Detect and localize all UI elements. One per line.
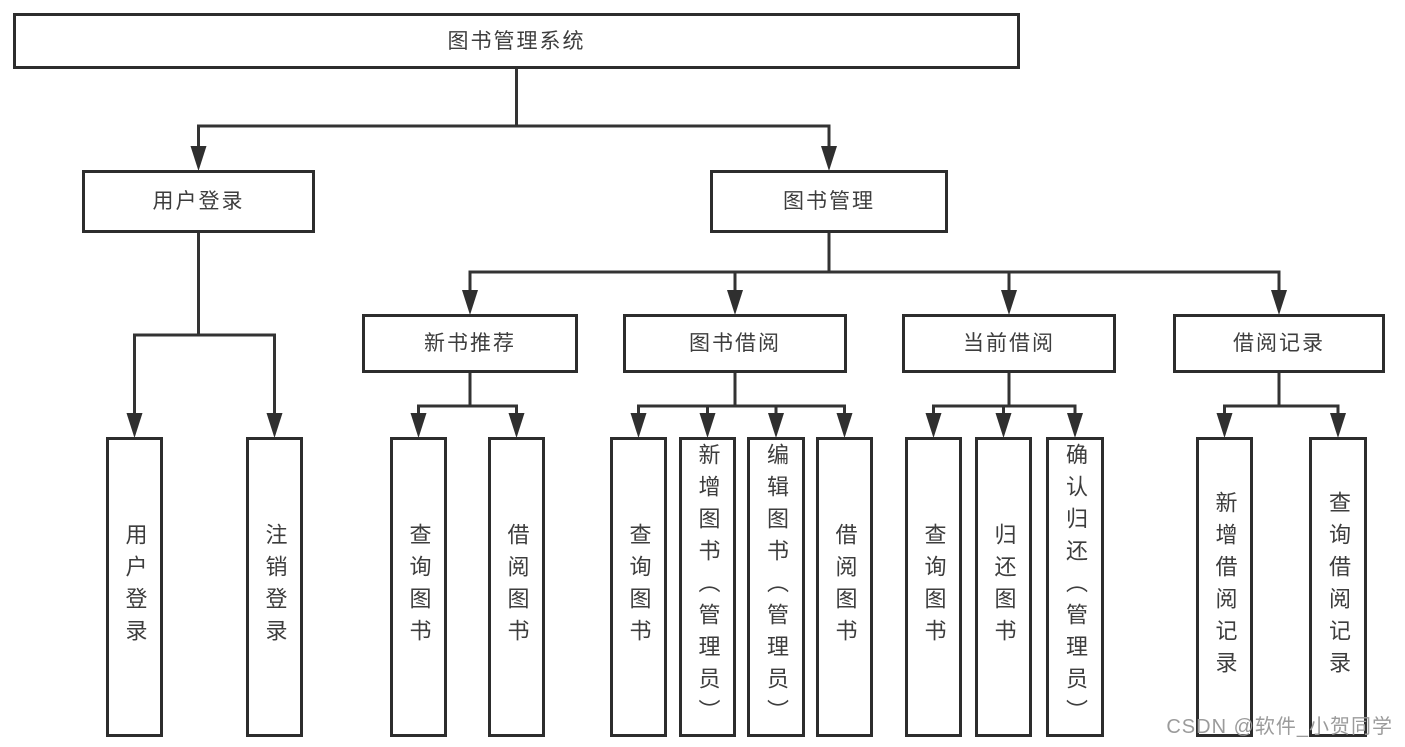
node-new-book: 新书推荐 [362,314,578,373]
node-label-br-query: 查询借阅记录 [1326,491,1351,683]
node-label-bb-edit: 编辑图书（管理员） [764,443,789,731]
node-logout-leaf: 注销登录 [246,437,303,737]
node-label-bb-borrow: 借阅图书 [832,523,858,651]
node-label-logout-leaf: 注销登录 [262,523,288,651]
node-label-bb-add: 新增图书（管理员） [695,443,721,731]
node-label-root: 图书管理系统 [447,29,586,53]
node-user-login: 用户登录 [82,170,315,233]
node-label-user-login: 用户登录 [152,190,245,213]
node-label-nb-query: 查询图书 [406,523,432,651]
node-bb-add: 新增图书（管理员） [679,437,736,737]
node-label-book-mgmt: 图书管理 [783,190,875,213]
node-bb-edit: 编辑图书（管理员） [747,437,805,737]
node-login-leaf: 用户登录 [106,437,163,737]
node-cb-return: 归还图书 [975,437,1032,737]
node-label-book-borrow: 图书借阅 [689,332,781,355]
node-label-cb-return: 归还图书 [991,523,1017,651]
node-label-new-book: 新书推荐 [424,332,516,355]
node-current-borrow: 当前借阅 [902,314,1116,373]
node-nb-query: 查询图书 [390,437,447,737]
node-label-cb-query: 查询图书 [921,523,947,651]
node-cb-query: 查询图书 [905,437,962,737]
node-root: 图书管理系统 [13,13,1020,69]
node-label-nb-borrow: 借阅图书 [504,523,530,651]
node-label-current-borrow: 当前借阅 [963,332,1055,355]
node-br-add: 新增借阅记录 [1196,437,1253,737]
node-label-br-add: 新增借阅记录 [1212,491,1238,683]
node-label-login-leaf: 用户登录 [122,523,148,651]
node-label-bb-query: 查询图书 [626,523,652,651]
node-cb-confirm: 确认归还（管理员） [1046,437,1104,737]
node-br-query: 查询借阅记录 [1309,437,1367,737]
node-book-mgmt: 图书管理 [710,170,948,233]
node-label-cb-confirm: 确认归还（管理员） [1063,443,1088,731]
watermark: CSDN @软件_小贺同学 [1166,716,1393,738]
node-nb-borrow: 借阅图书 [488,437,545,737]
node-borrow-record: 借阅记录 [1173,314,1385,373]
node-bb-query: 查询图书 [610,437,667,737]
node-book-borrow: 图书借阅 [623,314,847,373]
node-label-borrow-record: 借阅记录 [1233,332,1325,355]
node-bb-borrow: 借阅图书 [816,437,873,737]
